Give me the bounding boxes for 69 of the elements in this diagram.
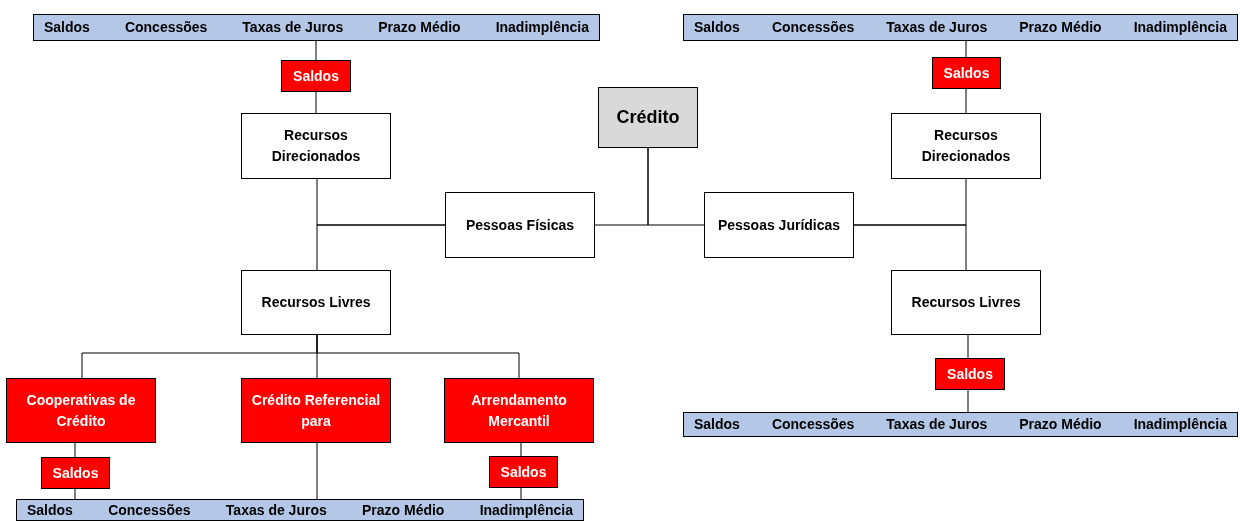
category-label: Inadimplência [1132,18,1228,37]
category-label: Taxas de Juros [885,18,989,37]
highlight-box [932,57,1001,89]
node-label: Saldos [499,462,548,482]
category-bar [683,412,1238,437]
highlight-box [41,457,110,489]
node-label: Arrendamento Mercantil [470,390,568,431]
connector-line [315,91,317,114]
connector-line [315,40,317,61]
category-label: Saldos [43,18,91,37]
highlight-box [241,378,391,443]
connector-line [520,487,522,500]
highlight-box [444,378,594,443]
connector-line [316,224,446,271]
node-label: Recursos Direcionados [270,126,362,166]
highlight-box [6,378,156,443]
category-bar [683,14,1238,41]
process-box [241,113,391,179]
connector-line [965,88,967,114]
process-box [891,270,1041,335]
category-label: Prazo Médio [1018,415,1103,434]
node-label: Pessoas Físicas [464,215,576,235]
category-label: Concessões [770,18,856,37]
node-label: Saldos [292,66,340,86]
connector-line [316,334,520,379]
root-box [598,87,698,148]
connector-line [316,442,318,500]
connector-line [520,442,522,457]
category-label: Prazo Médio [1018,18,1103,37]
highlight-box [489,456,558,488]
node-label: Recursos Direcionados [920,126,1012,166]
process-box [891,113,1041,179]
highlight-box [935,358,1005,390]
category-label: Inadimplência [478,500,574,520]
category-label: Concessões [770,415,856,434]
node-label: Saldos [51,463,100,483]
node-label: Crédito Referencial para [250,390,382,431]
connector-line [967,334,969,359]
connector-line [647,147,705,226]
category-label: Prazo Médio [360,500,446,520]
category-bar [33,14,600,41]
category-label: Saldos [693,415,741,434]
node-label: Saldos [946,364,994,384]
category-label: Concessões [107,500,192,520]
node-label: Pessoas Jurídicas [716,215,842,235]
category-label: Taxas de Juros [241,18,345,37]
node-label: Recursos Livres [910,293,1022,312]
category-label: Inadimplência [1132,415,1228,434]
connector-line [853,224,967,271]
category-label: Prazo Médio [377,18,462,37]
process-box [704,192,854,258]
category-label: Concessões [123,18,209,37]
node-label: Cooperativas de Crédito [25,390,137,431]
connector-line [74,488,76,500]
category-label: Saldos [26,500,74,520]
category-label: Inadimplência [494,18,590,37]
connector-line [965,40,967,58]
process-box [241,270,391,335]
category-label: Taxas de Juros [885,415,989,434]
node-label: Crédito [615,106,681,129]
category-bar [16,499,584,521]
node-label: Saldos [942,63,991,83]
connector-line [967,389,969,413]
highlight-box [281,60,351,92]
node-label: Recursos Livres [260,293,372,312]
connector-line [74,442,76,458]
category-label: Taxas de Juros [224,500,328,520]
process-box [445,192,595,258]
category-label: Saldos [693,18,741,37]
